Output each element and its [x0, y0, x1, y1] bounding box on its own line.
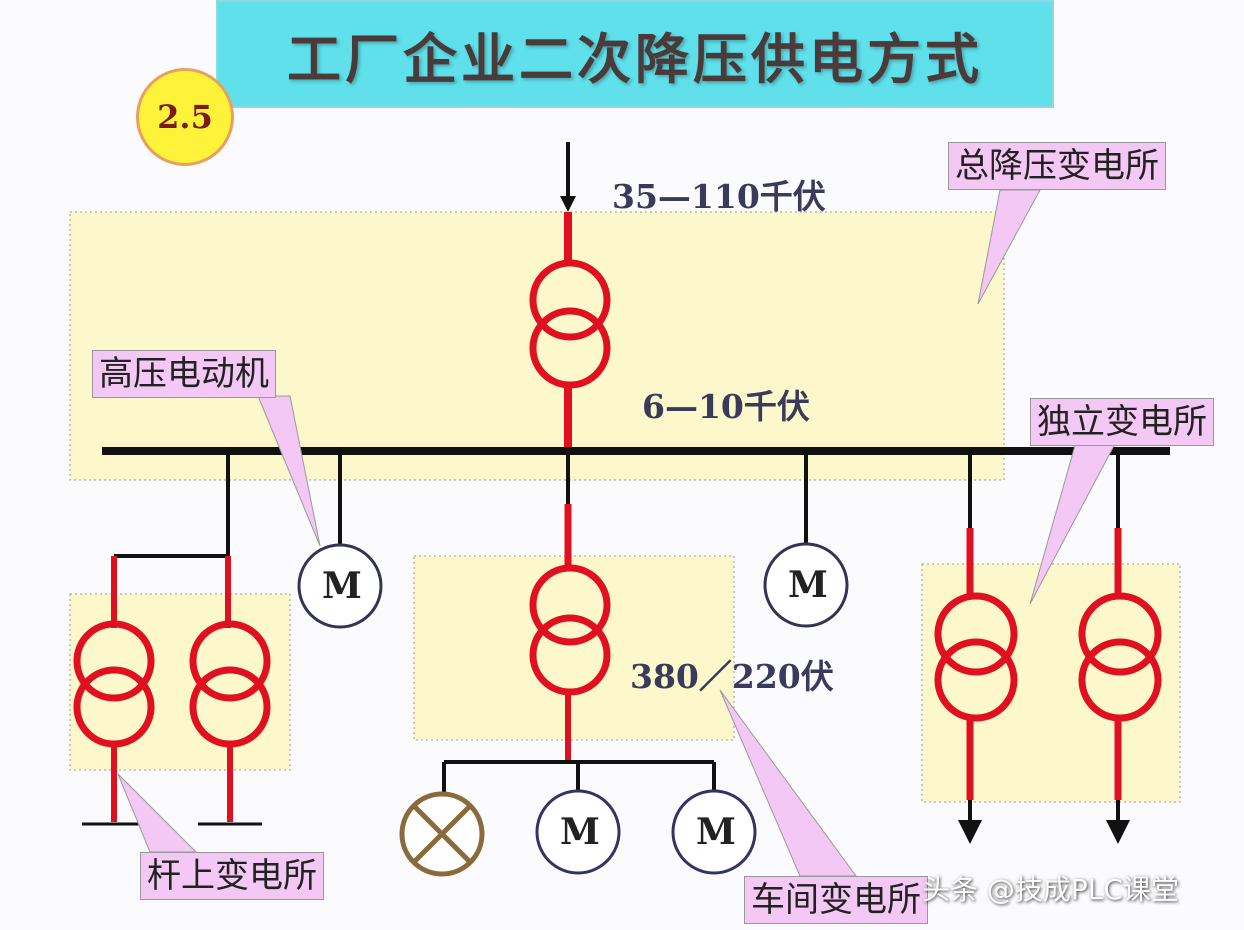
lv-motor-2-label: M — [696, 811, 736, 853]
voltage-incoming: 35—110千伏 — [612, 177, 826, 216]
indep-arrow-1 — [958, 820, 982, 844]
callout-independent-substation: 独立变电所 — [1030, 398, 1214, 446]
callout-main-substation: 总降压变电所 — [948, 142, 1166, 190]
page-title: 工厂企业二次降压供电方式 — [287, 26, 983, 91]
voltage-medium: 6—10千伏 — [642, 387, 810, 426]
lv-motor-1-circle — [535, 789, 621, 875]
callout-hv-motor: 高压电动机 — [92, 350, 276, 398]
hv-motor-circle — [297, 543, 383, 629]
main-transformer — [529, 259, 611, 389]
title-banner: 工厂企业二次降压供电方式 — [216, 0, 1054, 108]
callout-pole-substation: 杆上变电所 — [140, 852, 324, 900]
hv-motor-2-circle — [763, 542, 849, 628]
lv-motor-2-circle — [671, 789, 757, 875]
callout-tail-main — [977, 189, 1041, 305]
workshop-substation-zone — [413, 555, 735, 741]
hv-motor-label: M — [322, 565, 362, 607]
voltage-low: 380／220伏 — [630, 657, 834, 696]
section-badge: 2.5 — [136, 68, 234, 166]
lv-motor-1-label: M — [560, 811, 600, 853]
callout-workshop-substation: 车间变电所 — [744, 876, 928, 924]
main-substation-zone — [69, 211, 1005, 481]
hv-motor-2-label: M — [788, 564, 828, 606]
watermark: 头条 @技成PLC课堂 — [922, 873, 1179, 906]
indep-arrow-2 — [1106, 820, 1130, 844]
indep-transformer-1 — [934, 592, 1018, 722]
lamp-icon — [399, 791, 485, 877]
callout-tail-pole — [117, 773, 198, 853]
incoming-arrow — [560, 196, 576, 212]
